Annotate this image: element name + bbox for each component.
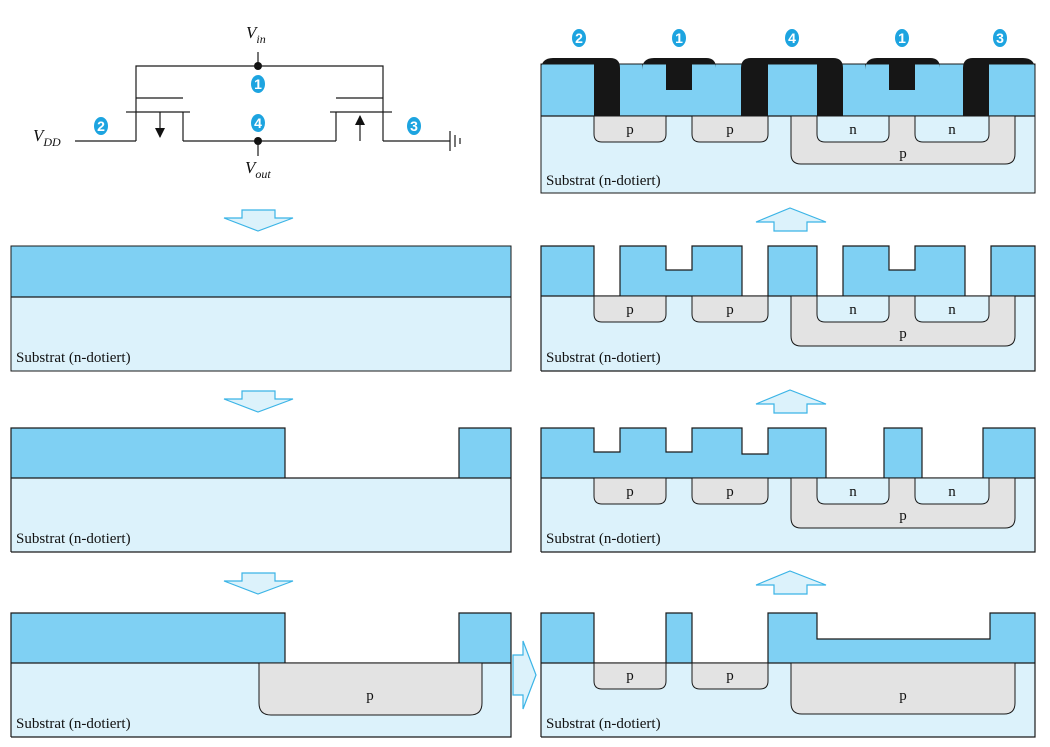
p-label: p [899,508,907,524]
svg-text:3: 3 [996,30,1004,46]
badge-1-top-b: 1 [895,29,909,47]
p-label: p [626,302,634,318]
substrate-label: Substrat (n-dotiert) [546,173,661,189]
substrate-label: Substrat (n-dotiert) [546,350,661,366]
svg-text:1: 1 [898,30,906,46]
substrate-label: Substrat (n-dotiert) [16,350,131,366]
metal-gate-1a [642,58,716,90]
arrow-down-icon [223,209,294,232]
substrate-label: Substrat (n-dotiert) [546,531,661,547]
panel-right-4: p p p Substrat (n-dotiert) [540,612,1036,738]
badge-1-gate: 1 [251,75,265,93]
panel-left-2: Substrat (n-dotiert) [10,427,512,553]
n-label: n [948,484,956,500]
p-label: p [899,326,907,342]
p-label: p [899,146,907,162]
n-label: n [849,484,857,500]
panel-left-1: Substrat (n-dotiert) [10,245,512,372]
p-label: p [726,484,734,500]
arrow-up-icon [755,389,827,414]
svg-text:1: 1 [254,76,262,92]
badge-4-output: 4 [251,114,265,132]
svg-text:2: 2 [97,118,105,134]
panel-right-2: p p n n p Substrat (n-dotiert) [540,245,1036,372]
p-region-label: p [366,688,374,704]
n-label: n [948,302,956,318]
svg-text:2: 2 [575,30,583,46]
vout-label: Vout [245,158,271,181]
metal-contact-2 [541,58,620,116]
p-label: p [626,668,634,684]
substrate-label: Substrat (n-dotiert) [16,716,131,732]
p-label: p [626,484,634,500]
svg-text:3: 3 [410,118,418,134]
arrow-down-icon [223,390,294,413]
arrow-down-icon [223,572,294,595]
n-label: n [849,302,857,318]
badge-1-top-a: 1 [672,29,686,47]
badge-3-top: 3 [993,29,1007,47]
vin-label: Vin [246,23,266,46]
svg-text:1: 1 [675,30,683,46]
svg-text:4: 4 [788,30,796,46]
ground-icon [449,131,461,151]
panel-right-1: p p n n p Substrat (n-dotiert) [540,58,1036,194]
panel-left-3: p Substrat (n-dotiert) [10,612,512,738]
cmos-inverter-circuit: Vin Vout VDD 1 2 4 3 [33,23,461,181]
badge-3-ground: 3 [407,117,421,135]
substrate-label: Substrat (n-dotiert) [16,531,131,547]
badge-4-top: 4 [785,29,799,47]
substrate-label: Substrat (n-dotiert) [546,716,661,732]
panel-right-3: p p n n p Substrat (n-dotiert) [540,427,1036,553]
metal-contact-3 [963,58,1035,116]
p-label: p [726,302,734,318]
metal-contact-4 [741,58,843,116]
arrow-up-icon [755,207,827,232]
badge-2-vdd: 2 [94,117,108,135]
n-label: n [849,122,857,138]
metal-gate-1b [865,58,940,90]
arrow-up-icon [755,570,827,595]
p-label: p [726,122,734,138]
arrow-right-icon [512,640,537,710]
vdd-label: VDD [33,126,61,149]
p-label: p [626,122,634,138]
p-label: p [726,668,734,684]
n-label: n [948,122,956,138]
p-label: p [899,688,907,704]
badge-2-top: 2 [572,29,586,47]
svg-text:4: 4 [254,115,262,131]
